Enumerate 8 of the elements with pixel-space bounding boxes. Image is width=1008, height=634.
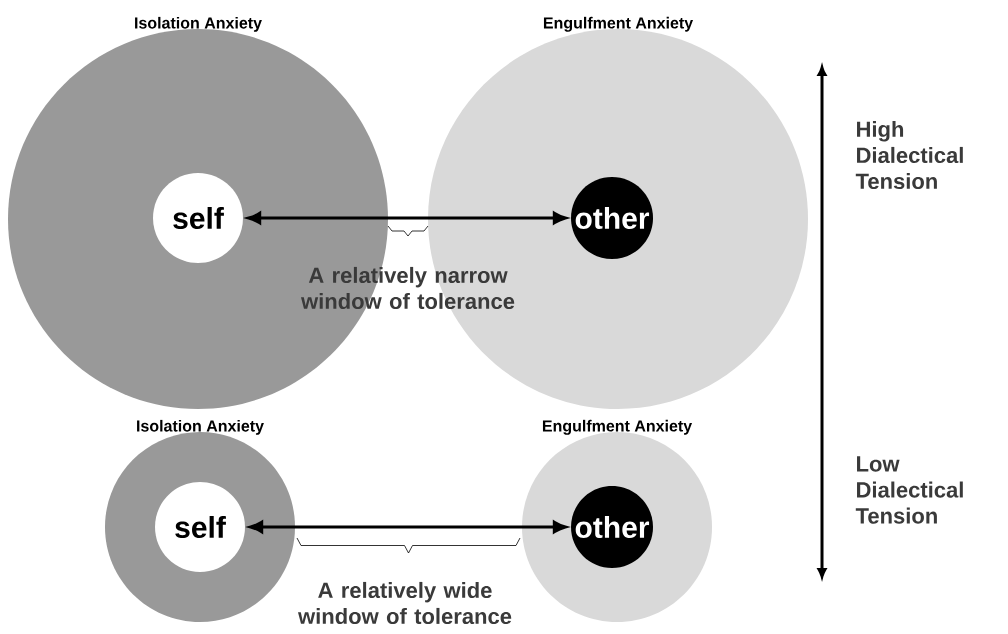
node-label: self xyxy=(175,515,226,539)
circle-heading: Isolation Anxiety xyxy=(135,16,262,32)
circle-heading: Isolation Anxiety xyxy=(137,419,264,435)
label: A relatively wide window of tolerance xyxy=(298,581,512,625)
circle-heading: Engulfment Anxiety xyxy=(542,419,693,435)
label: High Dialectical Tension xyxy=(855,120,963,190)
circle-heading: Engulfment Anxiety xyxy=(543,16,694,32)
label: Low Dialectical Tension xyxy=(855,456,963,524)
